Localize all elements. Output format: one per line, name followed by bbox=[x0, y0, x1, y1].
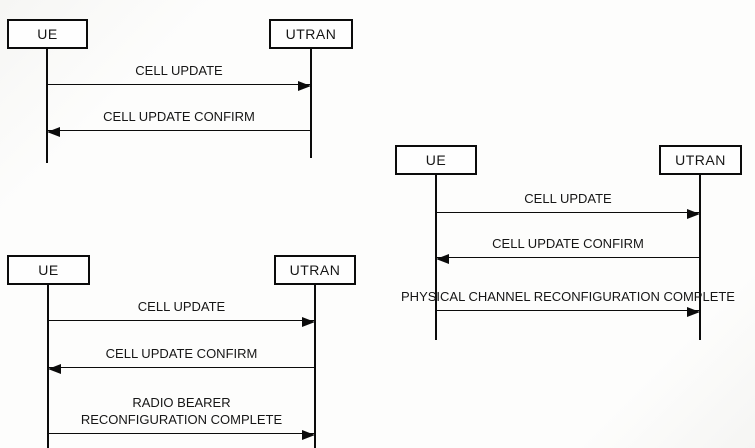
arrow-left-icon bbox=[436, 253, 700, 264]
ue-lifeline bbox=[46, 49, 48, 163]
utran-actor-label: UTRAN bbox=[285, 26, 337, 42]
utran-actor-label: UTRAN bbox=[675, 152, 726, 168]
ue-actor-box: UE bbox=[7, 255, 90, 285]
message-label: CELL UPDATE bbox=[135, 63, 223, 78]
message-cell-update-confirm: CELL UPDATE CONFIRM bbox=[436, 236, 700, 264]
message-label: CELL UPDATE CONFIRM bbox=[103, 109, 255, 124]
arrow-left-icon bbox=[48, 363, 315, 374]
utran-lifeline bbox=[314, 285, 316, 448]
utran-actor-box: UTRAN bbox=[269, 19, 353, 49]
arrow-right-icon bbox=[436, 208, 700, 219]
ue-actor-label: UE bbox=[425, 152, 447, 168]
utran-actor-box: UTRAN bbox=[274, 255, 356, 285]
message-label: CELL UPDATE bbox=[524, 191, 612, 206]
message-label: CELL UPDATE CONFIRM bbox=[492, 236, 644, 251]
utran-lifeline bbox=[699, 175, 701, 340]
message-cell-update-confirm: CELL UPDATE CONFIRM bbox=[48, 346, 315, 374]
message-cell-update: CELL UPDATE bbox=[47, 63, 311, 91]
message-physical-channel-reconfiguration-complete: PHYSICAL CHANNEL RECONFIGURATION COMPLET… bbox=[401, 289, 735, 317]
message-label: RADIO BEARER RECONFIGURATION COMPLETE bbox=[80, 395, 283, 427]
message-radio-bearer-reconfiguration-complete: RADIO BEARER RECONFIGURATION COMPLETE bbox=[48, 394, 315, 440]
utran-actor-box: UTRAN bbox=[659, 145, 742, 175]
utran-lifeline bbox=[310, 49, 312, 158]
utran-actor-label: UTRAN bbox=[289, 262, 341, 278]
arrow-right-icon bbox=[48, 429, 315, 440]
arrow-left-icon bbox=[47, 126, 311, 137]
arrow-right-icon bbox=[47, 80, 311, 91]
ue-actor-label: UE bbox=[37, 26, 58, 42]
ue-actor-box: UE bbox=[395, 145, 477, 175]
message-cell-update: CELL UPDATE bbox=[436, 191, 700, 219]
message-label: PHYSICAL CHANNEL RECONFIGURATION COMPLET… bbox=[401, 289, 735, 304]
ue-actor-label: UE bbox=[38, 262, 59, 278]
message-cell-update: CELL UPDATE bbox=[48, 299, 315, 327]
arrow-right-icon bbox=[436, 306, 700, 317]
message-label: CELL UPDATE CONFIRM bbox=[105, 346, 258, 361]
ue-actor-box: UE bbox=[7, 19, 88, 49]
message-cell-update-confirm: CELL UPDATE CONFIRM bbox=[47, 109, 311, 137]
message-label: CELL UPDATE bbox=[137, 299, 226, 314]
arrow-right-icon bbox=[48, 316, 315, 327]
